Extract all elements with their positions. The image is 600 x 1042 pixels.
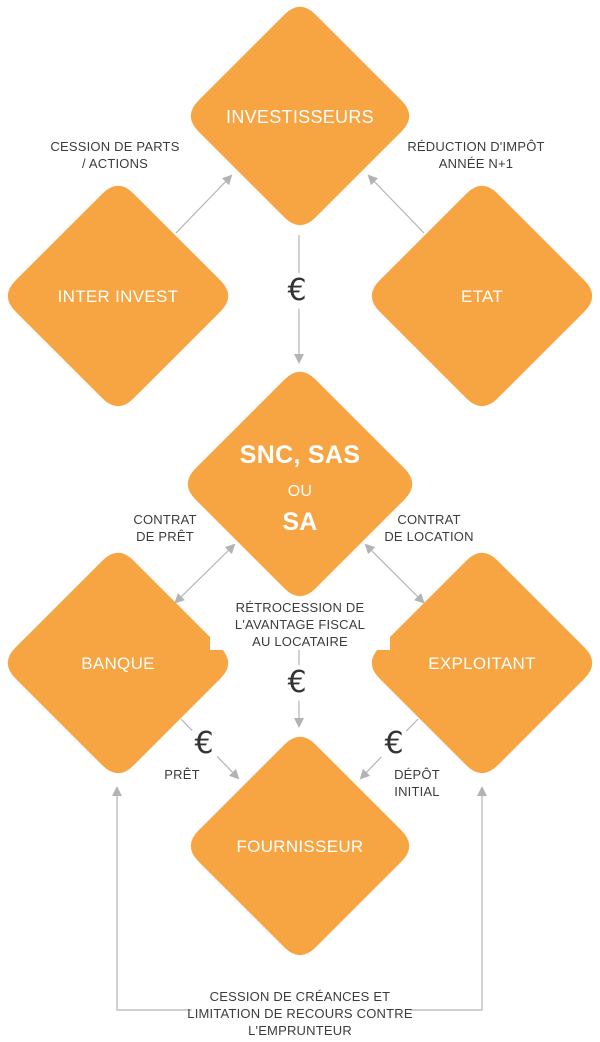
cession-parts-label: CESSION DE PARTS / ACTIONS — [50, 139, 180, 171]
contrat-pret-label: CONTRAT DE PRÊT — [133, 512, 197, 544]
euro-icon: € — [376, 726, 412, 762]
depot-initial-label: DÉPÔT INITIAL — [394, 767, 440, 799]
reduction-impot-label: RÉDUCTION D'IMPÔT ANNÉE N+1 — [407, 139, 545, 171]
euro-icon: € — [279, 273, 315, 309]
fournisseur-node — [190, 736, 410, 956]
investisseurs-label: INVESTISSEURS — [226, 107, 374, 127]
banque-label: BANQUE — [81, 654, 155, 673]
retrocession-label: RÉTROCESSION DE L'AVANTAGE FISCAL AU LOC… — [210, 599, 390, 650]
pret-label: PRÊT — [164, 767, 200, 782]
snc-sas-label: SNC, SAS — [239, 441, 361, 469]
euro-icon: € — [279, 665, 315, 701]
arrow-cession-creances-to-exploitant — [410, 786, 487, 1011]
exploitant-node — [371, 552, 593, 774]
arrow-interinvest-to-investisseurs — [175, 174, 233, 234]
cession-creances-label: CESSION DE CRÉANCES ET LIMITATION DE REC… — [187, 989, 413, 1038]
arrow-banque-snc — [174, 543, 236, 604]
exploitant-label: EXPLOITANT — [428, 654, 536, 673]
contrat-location-label: CONTRAT DE LOCATION — [384, 512, 474, 544]
euro-icon: € — [186, 726, 222, 762]
snc-node — [187, 371, 413, 597]
arrow-cession-creances-to-banque — [112, 786, 192, 1011]
arrow-exploitant-snc — [364, 543, 425, 604]
inter-invest-label: INTER INVEST — [57, 287, 179, 306]
banque-node — [7, 552, 229, 774]
investisseurs-node — [190, 6, 410, 226]
snc-ou-label: OU — [287, 483, 313, 500]
inter-invest-node — [7, 185, 229, 407]
snc-sa-label: SA — [282, 508, 318, 536]
etat-node — [371, 185, 593, 407]
arrow-etat-to-investisseurs — [367, 174, 425, 234]
fournisseur-label: FOURNISSEUR — [236, 837, 364, 856]
etat-label: ETAT — [460, 287, 504, 306]
